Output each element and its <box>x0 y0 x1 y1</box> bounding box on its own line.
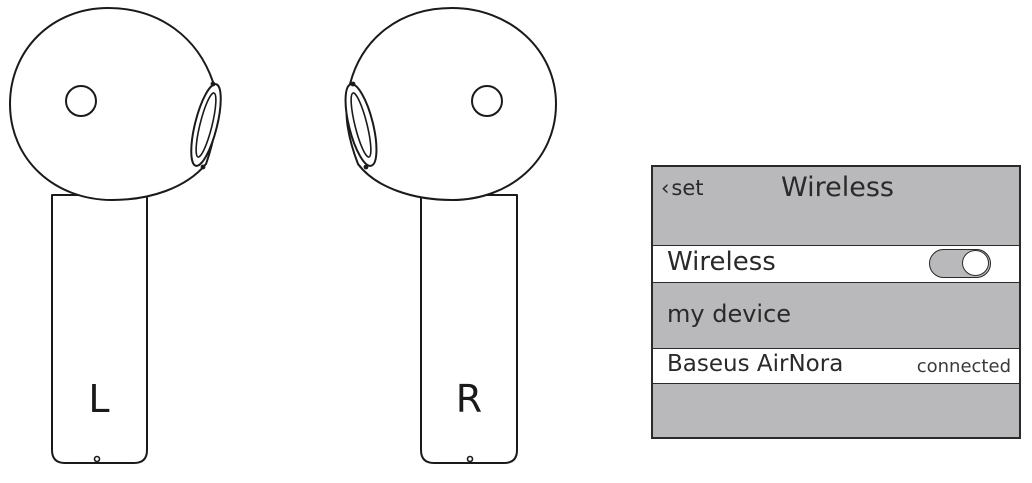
right-earbud-head <box>345 7 557 201</box>
toggle-knob <box>962 250 989 276</box>
left-earbud-tip-inner <box>195 92 217 158</box>
chevron-left-icon: ‹ <box>661 176 670 200</box>
back-button[interactable]: ‹set <box>661 176 704 200</box>
panel-header: ‹set Wireless <box>653 167 1019 245</box>
wireless-toggle[interactable] <box>929 249 991 278</box>
device-status: connected <box>916 356 1011 377</box>
left-earbud-dot <box>200 164 206 170</box>
left-earbud-tip <box>190 83 222 167</box>
wireless-settings-panel: ‹set Wireless Wireless my device Baseus … <box>651 165 1021 439</box>
right-earbud-dot <box>363 164 369 170</box>
right-earbud: R <box>344 7 557 464</box>
left-earbud-stem <box>51 194 148 464</box>
wireless-label: Wireless <box>667 247 776 277</box>
right-earbud-mic-hole <box>466 455 474 463</box>
left-earbud-sensor <box>65 85 97 117</box>
page-title: Wireless <box>781 172 894 203</box>
left-earbud-mic-hole <box>93 455 101 463</box>
right-earbud-tip-inner <box>350 92 372 158</box>
left-earbud: L <box>9 7 222 464</box>
device-list-item[interactable]: Baseus AirNora connected <box>653 348 1019 384</box>
earbuds-illustration: L R <box>9 7 557 464</box>
my-device-section-header: my device <box>653 283 1019 348</box>
left-earbud-letter: L <box>88 377 109 421</box>
left-earbud-head <box>9 7 218 201</box>
left-earbud-dot <box>210 81 216 87</box>
section-label: my device <box>667 300 792 328</box>
right-earbud-dot <box>350 81 356 87</box>
right-earbud-sensor <box>471 85 503 117</box>
right-earbud-stem <box>420 194 518 464</box>
back-button-label: set <box>671 176 704 200</box>
right-earbud-letter: R <box>456 377 482 421</box>
wireless-setting-row: Wireless <box>653 245 1019 283</box>
device-name: Baseus AirNora <box>667 351 844 377</box>
